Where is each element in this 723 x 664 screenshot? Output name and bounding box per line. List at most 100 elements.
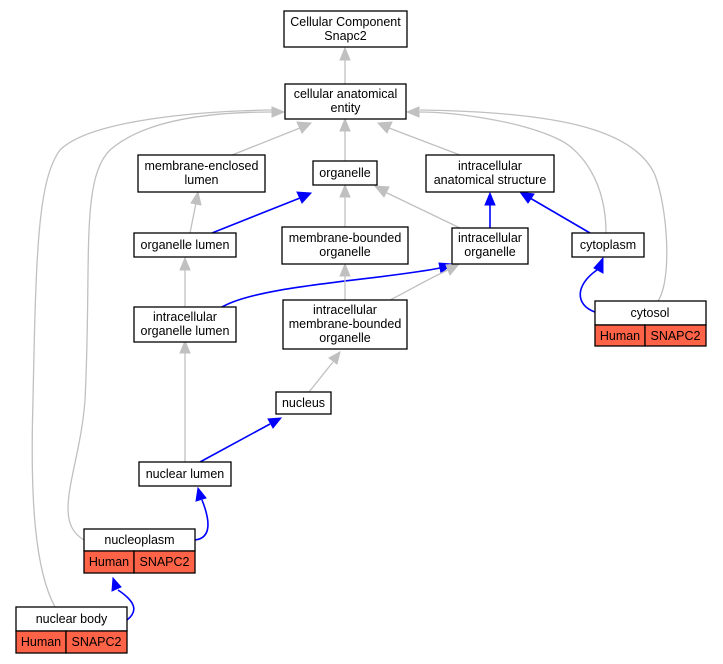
arrowhead xyxy=(339,117,351,132)
edge-nb-to-cae xyxy=(31,109,273,608)
arrowhead xyxy=(190,190,202,206)
edge-mel-to-cae xyxy=(231,127,301,156)
node-label: membrane-bounded xyxy=(289,231,402,245)
edge-cytoplasm-to-ias xyxy=(529,197,591,234)
arrowhead xyxy=(339,262,351,277)
arrowhead xyxy=(195,486,207,502)
annotation-species: Human xyxy=(600,329,640,343)
node-label: intracellular xyxy=(458,231,522,245)
edge-nl-to-nucleus xyxy=(199,423,271,463)
edge-ol-to-organelle xyxy=(211,197,301,234)
node-nucleus[interactable]: nucleus xyxy=(275,391,332,415)
node-nuclear-lumen[interactable]: nuclear lumen xyxy=(138,461,232,487)
node-intracellular-organelle[interactable]: intracellular organelle xyxy=(451,227,529,265)
edge-io-to-organelle xyxy=(384,191,461,229)
node-box xyxy=(283,10,408,48)
arrowhead xyxy=(484,191,496,206)
node-label: nuclear lumen xyxy=(146,467,225,481)
node-box xyxy=(425,154,555,193)
node-label: lumen xyxy=(184,173,218,187)
arrowhead xyxy=(271,106,286,118)
annotation-cell-gene xyxy=(65,630,128,654)
annotation-species: Human xyxy=(21,635,61,649)
node-label: organelle xyxy=(464,245,515,259)
node-label: cytoplasm xyxy=(580,238,636,252)
node-label: intracellular xyxy=(458,159,522,173)
arrowhead xyxy=(593,256,604,274)
arrowhead xyxy=(518,191,535,204)
arrowhead xyxy=(296,121,313,134)
edge-cytosol-to-cae xyxy=(419,109,668,302)
edge-nucleoplasm-to-cae xyxy=(67,111,273,541)
annotation-cell-gene xyxy=(644,324,707,347)
arrowhead xyxy=(405,106,420,118)
node-membrane-bounded-organelle[interactable]: membrane-bounded organelle xyxy=(281,226,409,265)
arrowhead xyxy=(445,263,461,276)
node-box xyxy=(133,232,237,258)
node-cellular-anatomical-entity[interactable]: cellular anatomical entity xyxy=(284,83,407,120)
annotation-gene: SNAPC2 xyxy=(139,555,189,569)
node-box xyxy=(284,83,407,120)
node-cytoplasm[interactable]: cytoplasm xyxy=(571,232,645,258)
edge-nb-to-nucleoplasm xyxy=(117,589,135,621)
node-box xyxy=(571,232,645,258)
nodes: Cellular Component Snapc2 cellular anato… xyxy=(15,10,707,654)
node-organelle-lumen[interactable]: organelle lumen xyxy=(133,232,237,258)
edge-ias-to-cae xyxy=(388,127,461,156)
node-intracellular-organelle-lumen[interactable]: intracellular organelle lumen xyxy=(133,306,237,343)
arrowhead xyxy=(328,351,341,365)
node-box xyxy=(281,226,409,265)
edge-iol-to-io xyxy=(221,267,441,308)
node-label: organelle xyxy=(319,166,370,180)
arrowhead xyxy=(267,417,283,429)
annotation-cell-gene xyxy=(133,550,196,574)
node-label: intracellular xyxy=(153,310,217,324)
node-label: nuclear body xyxy=(36,612,108,626)
node-label: nucleoplasm xyxy=(104,533,174,547)
edge-nucleoplasm-to-nl xyxy=(194,499,209,541)
node-label: nucleus xyxy=(282,396,325,410)
node-label: organelle xyxy=(319,245,370,259)
node-label: Cellular Component xyxy=(290,15,401,29)
node-nuclear-body[interactable]: nuclear body Human SNAPC2 xyxy=(15,606,128,654)
node-box xyxy=(137,154,266,193)
node-intracellular-anatomical-structure[interactable]: intracellular anatomical structure xyxy=(425,154,555,193)
node-box xyxy=(594,300,707,326)
node-intracellular-membrane-bounded-organelle[interactable]: intracellular membrane-bounded organelle xyxy=(282,299,408,350)
node-membrane-enclosed-lumen[interactable]: membrane-enclosed lumen xyxy=(137,154,266,193)
node-label: organelle lumen xyxy=(141,324,230,338)
edge-imbo-to-io xyxy=(389,269,449,301)
node-label: entity xyxy=(331,101,362,115)
arrowhead xyxy=(373,185,390,198)
arrowhead xyxy=(111,576,122,592)
annotation-gene: SNAPC2 xyxy=(650,329,700,343)
node-box xyxy=(451,227,529,265)
arrowhead xyxy=(179,339,191,354)
node-box xyxy=(133,306,237,343)
arrowhead xyxy=(296,191,313,204)
node-cellular-component-root[interactable]: Cellular Component Snapc2 xyxy=(283,10,408,48)
node-organelle[interactable]: organelle xyxy=(312,160,378,186)
node-label: Snapc2 xyxy=(324,29,366,43)
edge-nucleus-to-imbo xyxy=(308,361,334,393)
node-label: organelle lumen xyxy=(141,238,230,252)
node-label: cellular anatomical xyxy=(294,87,398,101)
arrowhead xyxy=(179,256,191,271)
edge-ol-to-mel xyxy=(189,202,197,234)
node-box xyxy=(275,391,332,415)
node-label: intracellular xyxy=(313,303,377,317)
annotation-species: Human xyxy=(89,555,129,569)
node-nucleoplasm[interactable]: nucleoplasm Human SNAPC2 xyxy=(83,528,196,574)
node-cytosol[interactable]: cytosol Human SNAPC2 xyxy=(594,300,707,347)
arrowhead xyxy=(376,121,393,134)
node-box xyxy=(138,461,232,487)
edge-cytoplasm-to-cae xyxy=(418,111,607,234)
arrowhead xyxy=(339,183,351,198)
node-box xyxy=(312,160,378,186)
arrowhead xyxy=(339,46,351,61)
annotation-gene: SNAPC2 xyxy=(71,635,121,649)
node-box xyxy=(282,299,408,350)
node-label: anatomical structure xyxy=(434,173,547,187)
node-label: membrane-enclosed xyxy=(145,159,259,173)
